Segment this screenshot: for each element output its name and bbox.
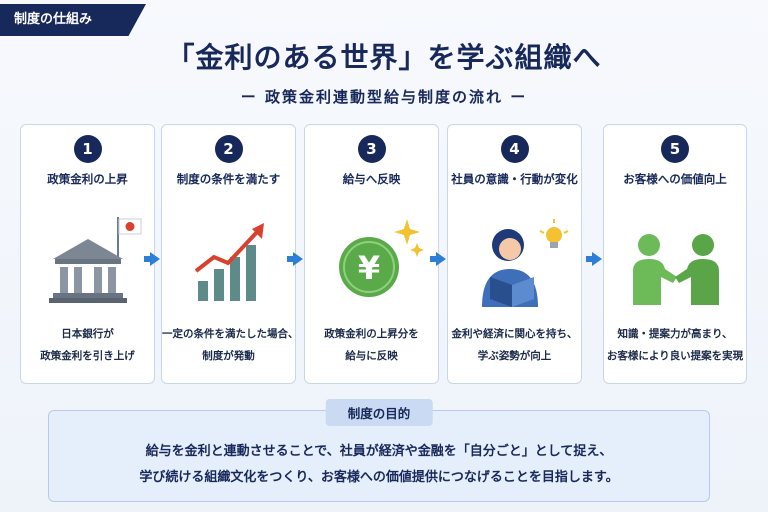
bank-with-japan-flag-icon bbox=[49, 217, 142, 303]
rising-bar-chart-icon bbox=[194, 223, 264, 301]
step-number: 4 bbox=[500, 135, 529, 163]
step-card-3: 3 給与へ反映 ¥ 政策金利の上昇分を給与に反映 bbox=[304, 124, 439, 384]
flow-arrow-icon bbox=[430, 252, 446, 266]
step-title: 政策金利の上昇 bbox=[47, 172, 128, 186]
person-reading-lightbulb-icon bbox=[482, 219, 569, 307]
step-description: 一定の条件を満たした場合、制度が発動 bbox=[162, 328, 299, 362]
yen-coin-icon: ¥ bbox=[339, 219, 424, 297]
step-number: 3 bbox=[357, 135, 386, 163]
handshake-icon bbox=[633, 234, 719, 305]
step-card-2: 2 制度の条件を満たす 一定の条件を満たした場合、制度が発動 bbox=[161, 124, 299, 384]
step-card-4: 4 社員の意識・行動が変化 金利や経済に関心を持ち、学ぶ姿勢が向上 bbox=[447, 124, 582, 384]
flow-arrow-icon bbox=[586, 252, 602, 266]
purpose-box: 制度の目的 給与を金利と連動させることで、社員が経済や金融を「自分ごと」として捉… bbox=[48, 399, 710, 502]
step-description: 金利や経済に関心を持ち、学ぶ姿勢が向上 bbox=[451, 328, 578, 362]
purpose-label: 制度の目的 bbox=[325, 399, 433, 426]
page-title: 「金利のある世界」を学ぶ組織へ bbox=[166, 41, 602, 74]
page-subtitle: ー 政策金利連動型給与制度の流れ ー bbox=[240, 88, 528, 106]
step-title: 制度の条件を満たす bbox=[176, 172, 281, 186]
step-title: お客様への価値向上 bbox=[623, 172, 727, 186]
step-title: 給与へ反映 bbox=[342, 172, 401, 186]
step-card-1: 1 政策金利の上昇 日本銀行が政策金利を引き上げ bbox=[20, 124, 155, 384]
step-number: 1 bbox=[73, 135, 102, 163]
step-number: 5 bbox=[661, 135, 689, 163]
step-card-5: 5 お客様への価値向上 知識・提案力が高まり、お客様により良い提案を実現 bbox=[603, 124, 747, 384]
step-description: 知識・提案力が高まり、お客様により良い提案を実現 bbox=[606, 328, 744, 362]
step-title: 社員の意識・行動が変化 bbox=[451, 172, 578, 186]
step-description: 日本銀行が政策金利を引き上げ bbox=[40, 328, 135, 362]
flow-arrow-icon bbox=[144, 252, 160, 266]
step-number: 2 bbox=[214, 135, 243, 163]
svg-text:¥: ¥ bbox=[358, 249, 380, 287]
flow-arrow-icon bbox=[287, 252, 303, 266]
section-tag: 制度の仕組み bbox=[0, 4, 146, 36]
purpose-text: 給与を金利と連動させることで、社員が経済や金融を「自分ごと」として捉え、 学び続… bbox=[139, 444, 619, 485]
step-description: 政策金利の上昇分を給与に反映 bbox=[324, 328, 419, 362]
